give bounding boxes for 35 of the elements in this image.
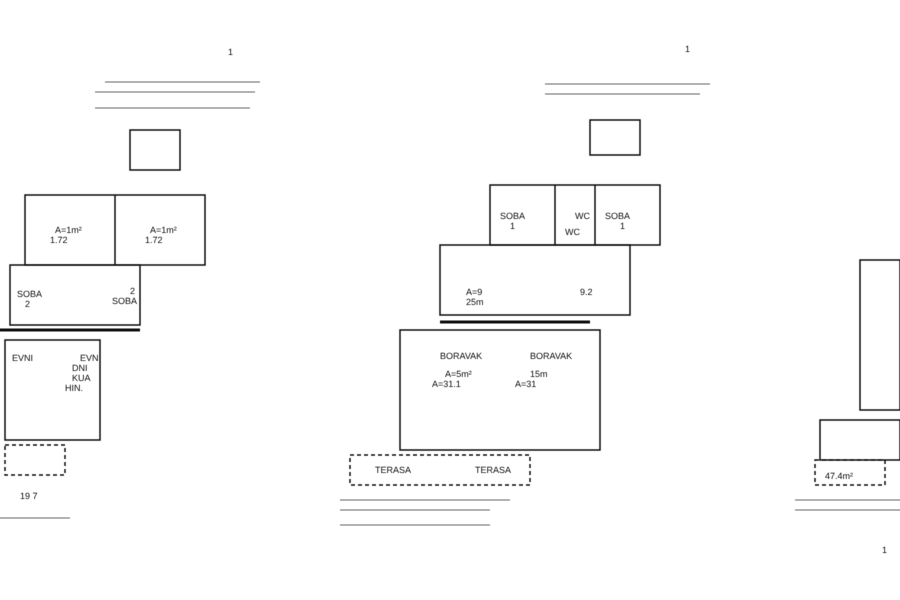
- area-label: A=9: [466, 288, 482, 297]
- room-label: SOBA: [605, 212, 630, 221]
- room-label: SOBA: [500, 212, 526, 221]
- section-mark: 1: [882, 546, 888, 555]
- room-label: BORAVAK: [530, 352, 572, 361]
- area-label: A=1m²: [55, 226, 82, 235]
- area-label: 1.72: [145, 236, 163, 245]
- room-label: HIN.: [65, 384, 83, 393]
- area-label: 1.72: [50, 236, 68, 245]
- room-label: 1: [510, 222, 516, 231]
- area-label: A=5m²: [445, 370, 472, 379]
- room-label: 2: [130, 287, 136, 296]
- room-label: SOBA: [112, 297, 138, 306]
- area-label: 47.4m²: [825, 472, 854, 481]
- area-label: 19 7: [20, 492, 38, 501]
- room-label: DNI: [72, 364, 88, 373]
- area-label: A=31: [515, 380, 536, 389]
- room-label: 1: [620, 222, 626, 231]
- room-label: TERASA: [475, 466, 512, 475]
- area-label: A=31.1: [432, 380, 461, 389]
- section-mark: 1: [228, 48, 234, 57]
- room-label: BORAVAK: [440, 352, 482, 361]
- room-label: EVNI: [12, 354, 34, 363]
- room-label: 2: [25, 300, 30, 309]
- room-label: SOBA: [17, 290, 42, 299]
- room-label: KUA: [72, 374, 91, 383]
- room-label: WC: [565, 228, 580, 237]
- room-label: EVN: [80, 354, 99, 363]
- section-mark: 1: [685, 45, 690, 54]
- area-label: A=1m²: [150, 226, 177, 235]
- room-label: WC: [575, 212, 590, 221]
- area-label: 25m: [466, 298, 484, 307]
- room-label: TERASA: [375, 466, 412, 475]
- area-label: 15m: [530, 370, 548, 379]
- area-label: 9.2: [580, 288, 593, 297]
